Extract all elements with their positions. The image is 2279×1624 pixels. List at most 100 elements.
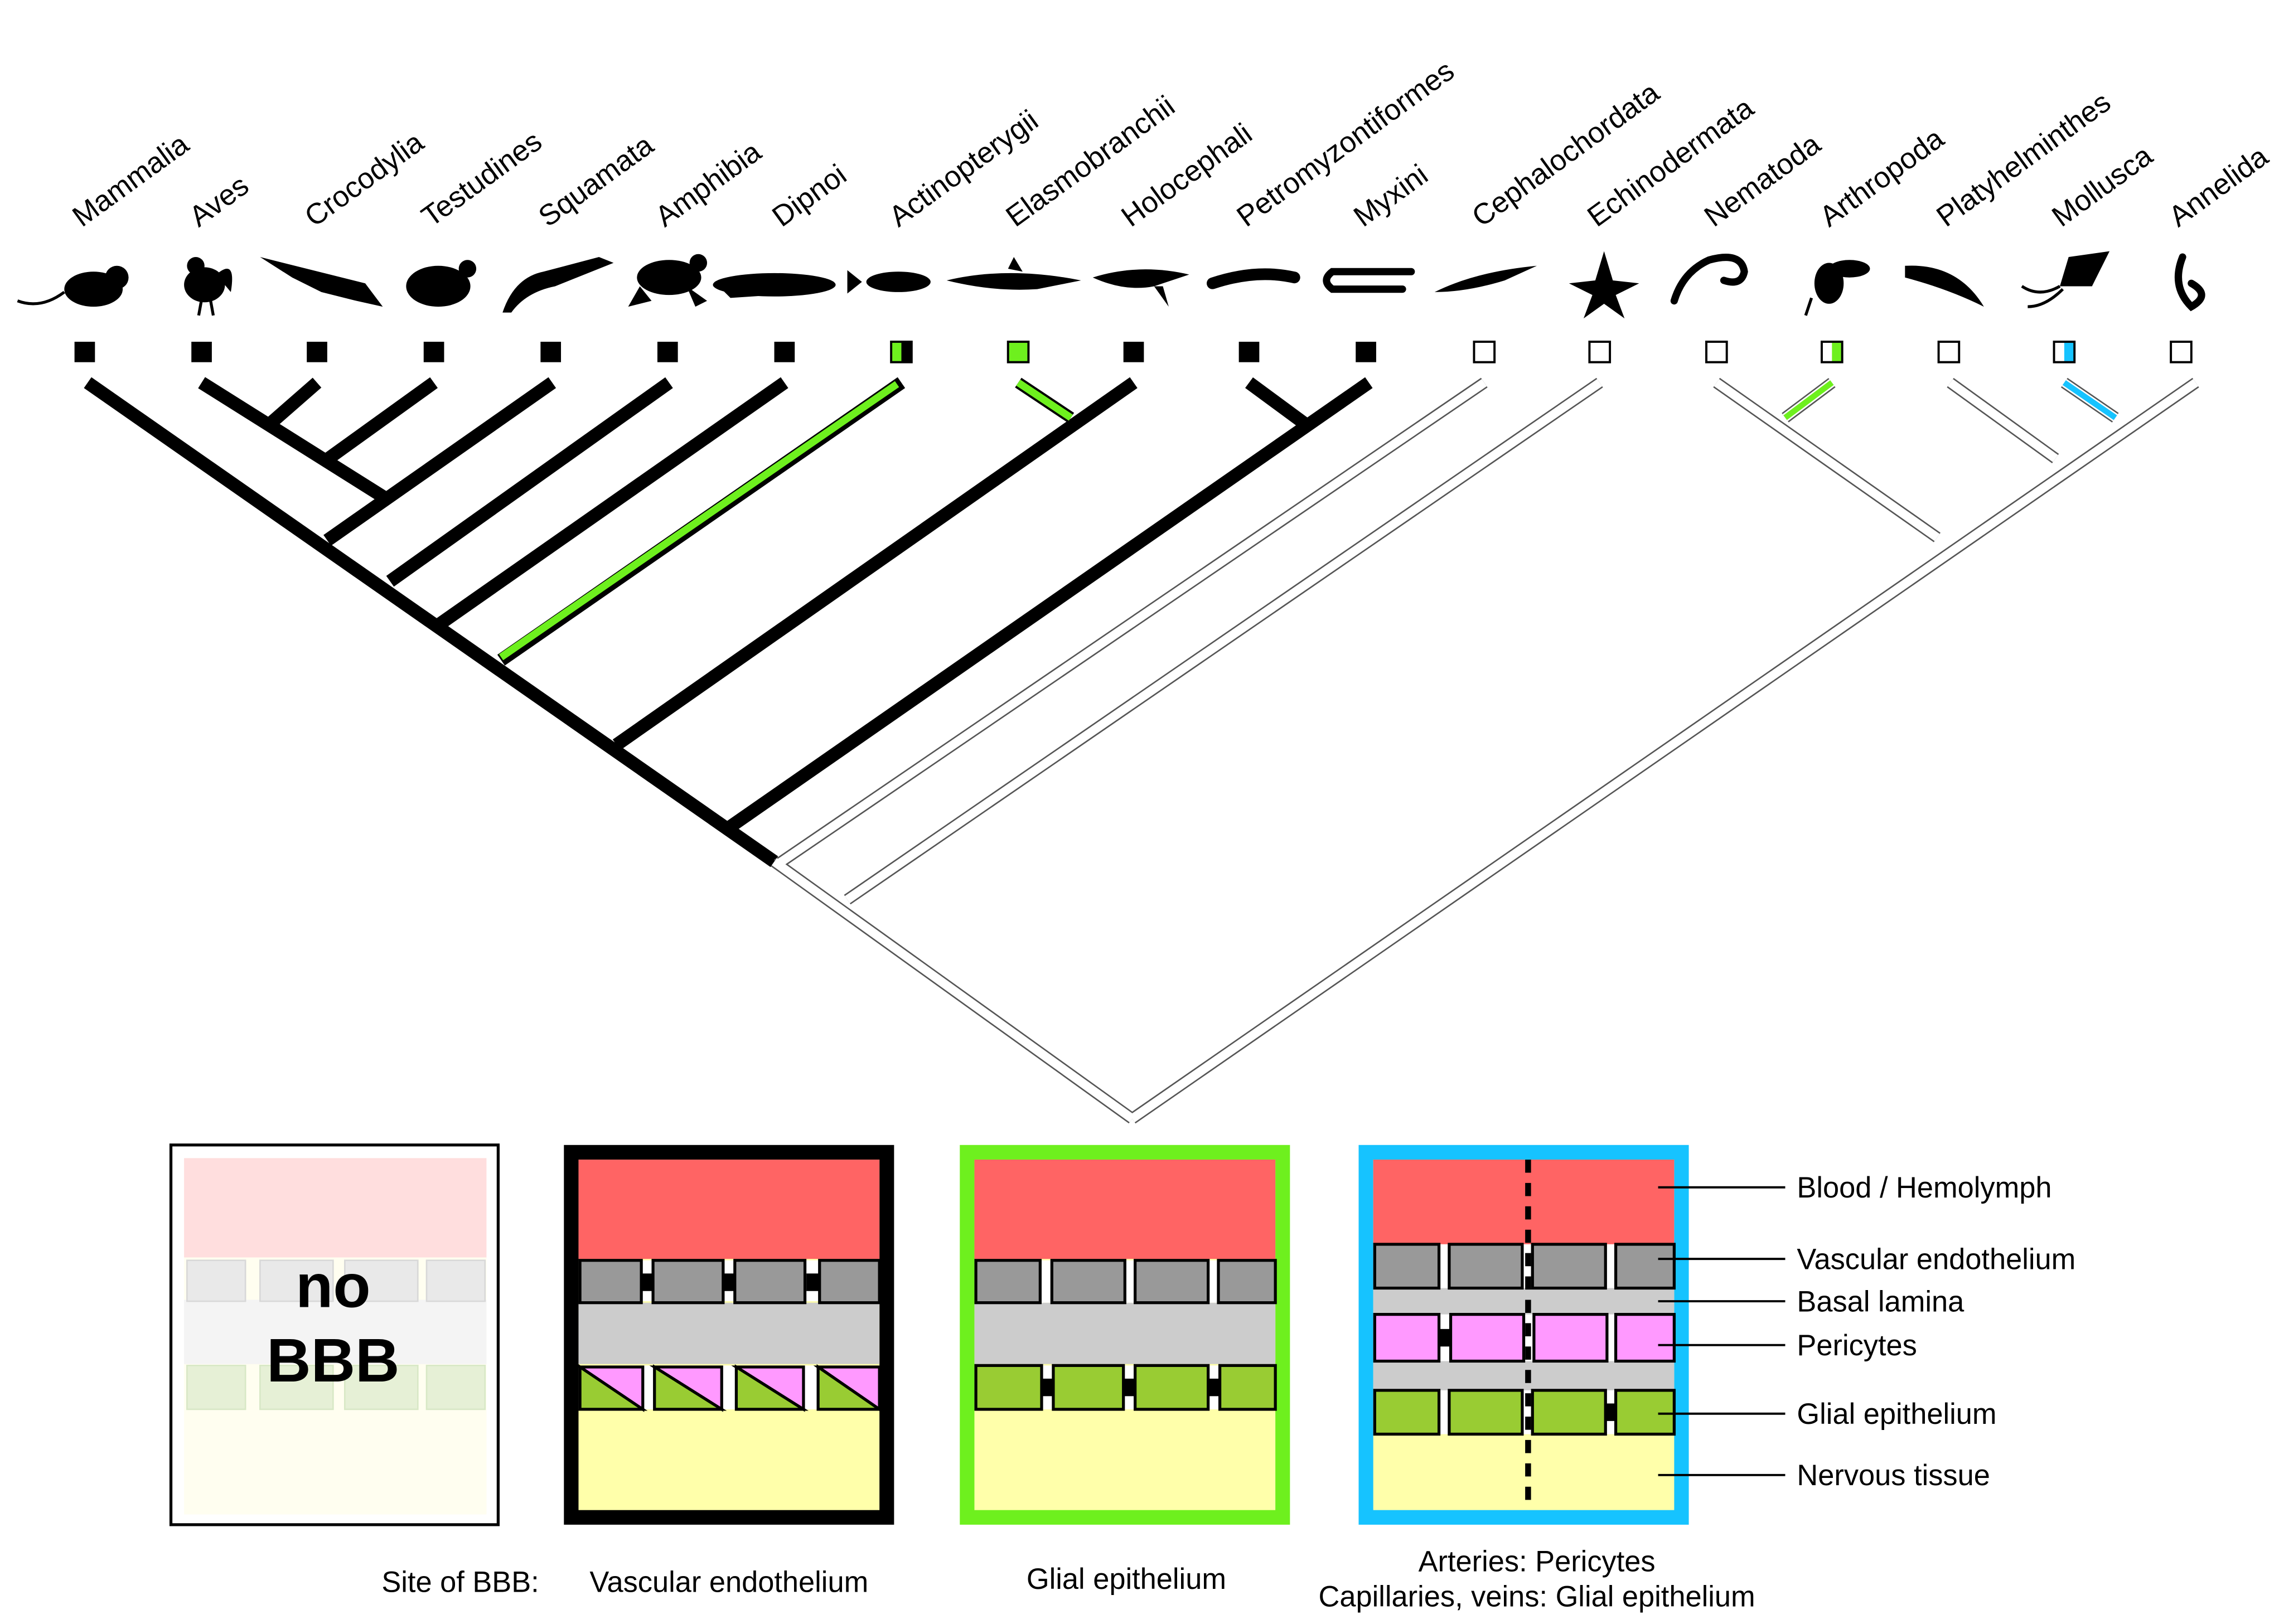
tip-marker-myxini	[1356, 341, 1376, 362]
taxon-label-squamata: Squamata	[533, 129, 660, 234]
label-endothelium: Vascular endothelium	[1797, 1243, 2075, 1276]
branch-deuterostome-root	[771, 858, 1135, 1122]
mouse-icon	[17, 265, 129, 307]
turtle-icon	[406, 260, 477, 307]
legend: no BBB	[169, 1143, 2075, 1613]
rooster-icon	[184, 257, 233, 316]
branch-elasmobranchii-glial	[1016, 379, 1073, 421]
phylogenetic-tree	[74, 341, 2199, 1124]
lungfish-icon	[713, 273, 836, 298]
tip-marker-platyhelminthes	[1937, 341, 1961, 363]
tip-marker-cephalochordata	[1473, 341, 1496, 363]
lizard-icon	[502, 257, 614, 313]
lamprey-icon	[1207, 268, 1300, 289]
tip-marker-crocodylia	[307, 341, 327, 362]
tip-marker-amphibia	[657, 341, 678, 362]
label-glial: Glial epithelium	[1797, 1398, 1996, 1431]
tip-marker-petromyzontiformes	[1238, 341, 1260, 362]
branch-arthropoda-glial	[1783, 380, 1834, 420]
branch-aves	[198, 377, 386, 502]
tip-marker-holocephali	[1123, 341, 1144, 362]
taxon-label-dipnoi: Dipnoi	[767, 158, 853, 233]
taxon-label-mammalia: Mammalia	[67, 128, 195, 233]
taxon-label-amphibia: Amphibia	[650, 135, 767, 234]
branch-holocephali	[612, 377, 1138, 750]
frog-icon	[628, 254, 708, 307]
branch-annelida	[1129, 379, 2199, 1123]
caption-mixed-line2: Capillaries, veins: Glial epithelium	[1319, 1581, 1755, 1613]
label-basal-lamina: Basal lamina	[1797, 1286, 1965, 1318]
taxon-label-petromyzontiformes: Petromyzontiformes	[1231, 55, 1460, 234]
flatworm-icon	[1905, 265, 1984, 307]
captions: Site of BBB: Vascular endothelium Glial …	[381, 1546, 1755, 1613]
branch-echinodermata	[845, 379, 1603, 904]
branch-nematoda	[1714, 379, 1940, 541]
tip-marker-testudines	[423, 341, 444, 362]
taxon-label-myxini: Myxini	[1348, 158, 1434, 233]
branch-mollusca-pericytes	[2062, 380, 2117, 420]
tip-marker-aves	[191, 341, 212, 362]
taxon-label-mollusca: Mollusca	[2046, 139, 2159, 233]
tip-marker-nematoda	[1705, 341, 1728, 363]
fly-icon	[1804, 260, 1870, 316]
branch-dipnoi	[434, 377, 788, 631]
starfish-icon	[1569, 251, 1639, 319]
tip-marker-elasmobranchii	[1007, 341, 1030, 363]
caption-vascular: Vascular endothelium	[589, 1566, 868, 1598]
invertebrate-branches	[771, 377, 2199, 1124]
lancelet-icon	[1434, 265, 1537, 292]
shark-icon	[946, 257, 1081, 290]
panel-vascular-endothelium	[564, 1145, 894, 1525]
animal-silhouettes	[17, 251, 2205, 319]
label-nervous: Nervous tissue	[1797, 1460, 1990, 1492]
taxon-label-arthropoda: Arthropoda	[1814, 122, 1950, 234]
panel-no-bbb: no BBB	[169, 1143, 500, 1526]
taxon-label-cephalochordata: Cephalochordata	[1467, 76, 1666, 233]
tip-marker-dipnoi	[774, 341, 795, 362]
taxon-label-testudines: Testudines	[416, 125, 548, 233]
hagfish-icon	[1323, 268, 1415, 293]
annelid-icon	[2174, 253, 2205, 312]
label-pericytes: Pericytes	[1797, 1330, 1917, 1362]
branch-actinopterygii-glial	[499, 381, 899, 661]
caption-mixed-line1: Arteries: Pericytes	[1419, 1546, 1656, 1578]
tip-marker-mollusca	[2053, 341, 2076, 363]
branch-crocodylia	[265, 377, 322, 429]
squid-icon	[2021, 251, 2110, 308]
panel-pericytes-glial	[1358, 1145, 1689, 1525]
tip-marker-arthropoda	[1821, 341, 1843, 363]
chimaera-icon	[1092, 269, 1189, 307]
tip-marker-mammalia	[74, 341, 95, 362]
fish-icon	[847, 270, 931, 294]
tip-markers	[74, 341, 2193, 363]
tip-marker-actinopterygii	[890, 341, 913, 363]
no-bbb-text-line2: BBB	[267, 1326, 399, 1395]
taxon-label-crocodylia: Crocodylia	[299, 126, 430, 234]
taxon-label-aves: Aves	[183, 169, 255, 234]
taxon-label-annelida: Annelida	[2163, 140, 2275, 233]
branch-squamata	[323, 377, 557, 546]
crocodile-icon	[260, 257, 383, 307]
tip-marker-annelida	[2170, 341, 2193, 363]
branch-testudines	[320, 377, 438, 467]
branch-cephalochordata	[775, 379, 1487, 869]
layer-leaders	[1658, 1186, 1786, 1476]
branch-platyhelminthes	[1947, 379, 2058, 462]
no-bbb-text-line1: no	[296, 1252, 370, 1321]
branch-amphibia	[386, 377, 673, 587]
branch-myxini	[727, 377, 1373, 832]
caption-glial: Glial epithelium	[1027, 1563, 1226, 1596]
caption-site-label: Site of BBB:	[381, 1566, 539, 1598]
branch-petromyzontiformes	[1245, 377, 1309, 429]
tip-marker-squamata	[540, 341, 562, 362]
layer-labels: Blood / Hemolymph Vascular endothelium B…	[1797, 1172, 2075, 1492]
tip-marker-echinodermata	[1588, 341, 1612, 363]
nematode-icon	[1670, 254, 1748, 305]
branch-mammalia	[84, 377, 778, 867]
vertebrate-branches	[84, 377, 1373, 867]
panel-glial-epithelium	[960, 1145, 1290, 1525]
label-blood: Blood / Hemolymph	[1797, 1172, 2051, 1204]
glial-branches	[499, 377, 1075, 661]
